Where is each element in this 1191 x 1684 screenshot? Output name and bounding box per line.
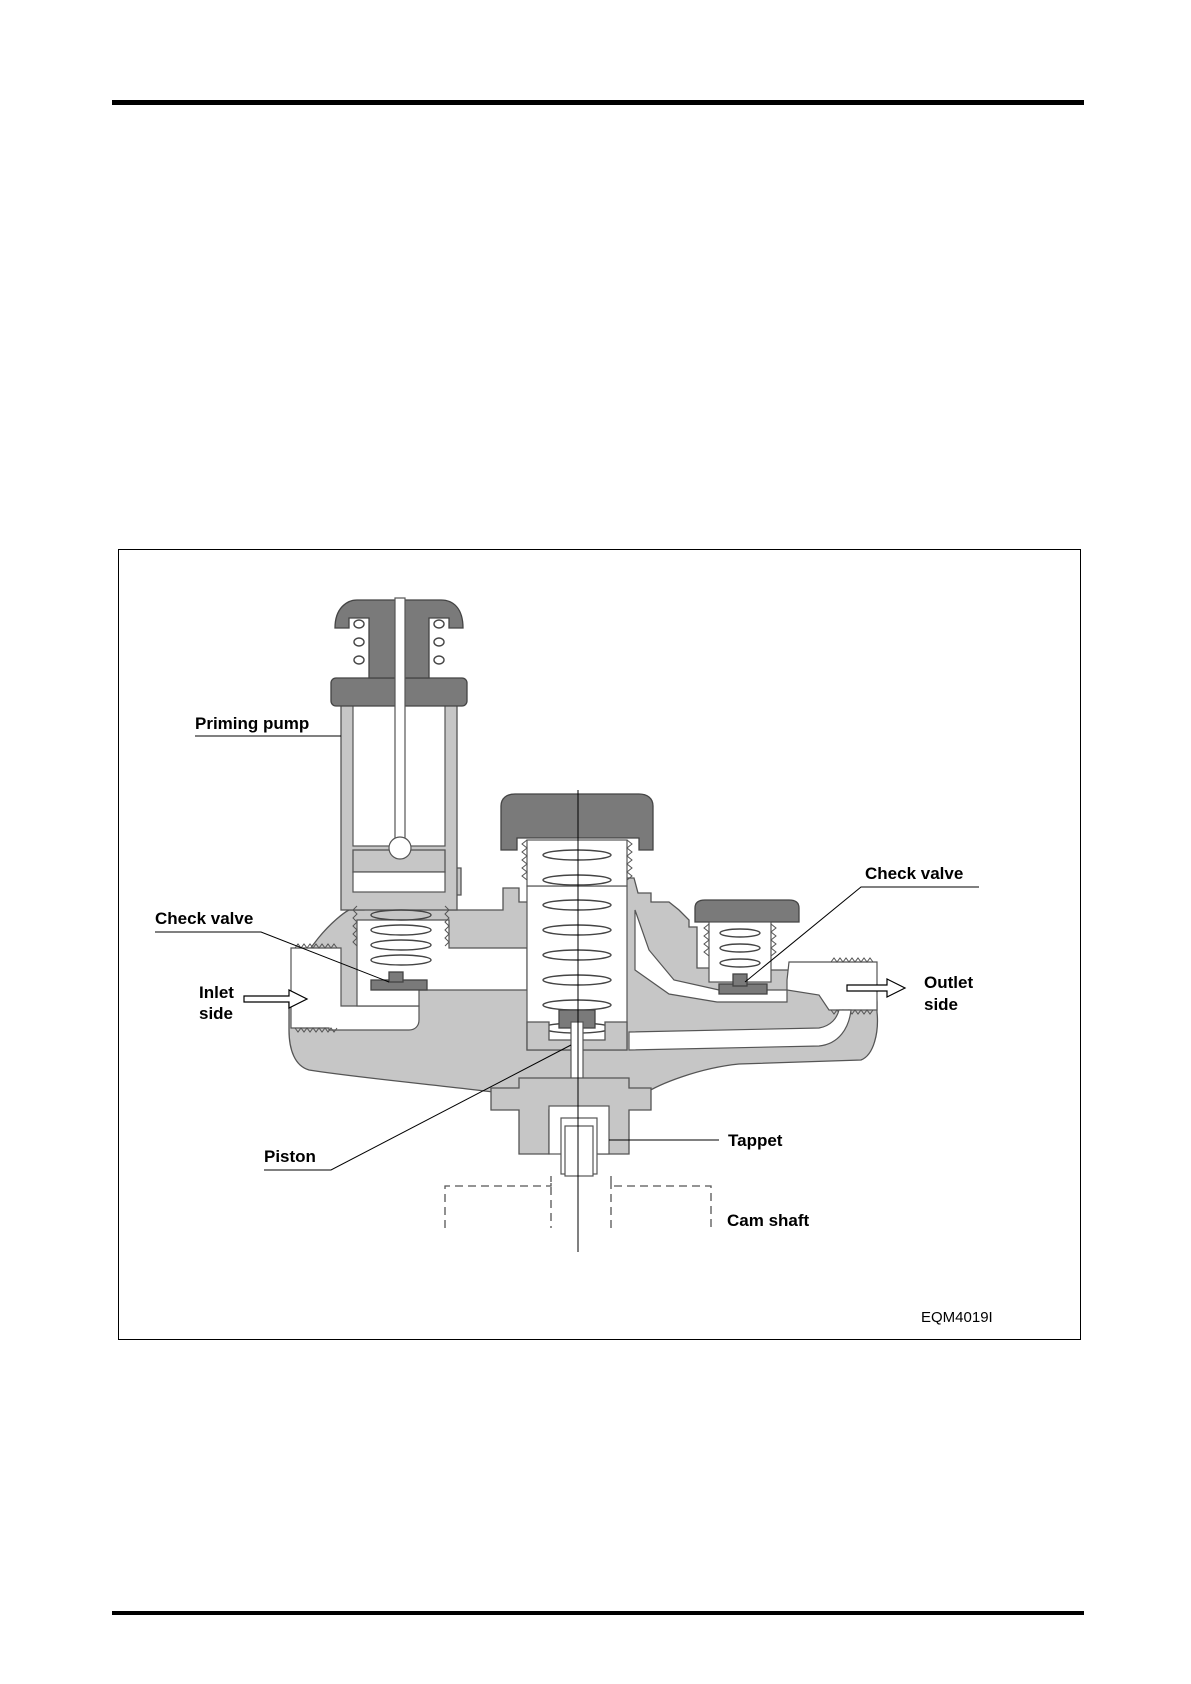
check-valve-right-stem [733, 974, 747, 986]
center-thread-left [522, 840, 527, 880]
header-rule [112, 100, 1084, 105]
label-tappet: Tappet [728, 1131, 783, 1150]
figure-code: EQM4019I [921, 1309, 993, 1326]
check-valve-left-stem [389, 972, 403, 982]
label-cam-shaft: Cam shaft [727, 1211, 810, 1230]
priming-pump-bore-lower [353, 872, 445, 892]
priming-pump-rod [395, 598, 405, 848]
outlet-cap [695, 900, 799, 922]
center-thread-right [627, 840, 632, 880]
feed-pump-diagram: Priming pump Check valve Check valve Inl… [119, 550, 1080, 1339]
cam-follower [565, 1126, 593, 1176]
priming-pump-rod-head [389, 837, 411, 859]
label-outlet-line1: Outlet [924, 973, 973, 992]
label-inlet-line1: Inlet [199, 983, 234, 1002]
label-priming-pump: Priming pump [195, 714, 309, 733]
figure-frame: Priming pump Check valve Check valve Inl… [118, 549, 1081, 1340]
outlet-thread-left [704, 924, 709, 956]
center-cap-neck [527, 840, 627, 886]
label-check-valve-left: Check valve [155, 909, 253, 928]
footer-rule [112, 1611, 1084, 1615]
label-check-valve-right: Check valve [865, 864, 963, 883]
label-piston: Piston [264, 1147, 316, 1166]
label-outlet-line2: side [924, 995, 958, 1014]
label-inlet-line2: side [199, 1004, 233, 1023]
outlet-thread-right [771, 924, 776, 956]
